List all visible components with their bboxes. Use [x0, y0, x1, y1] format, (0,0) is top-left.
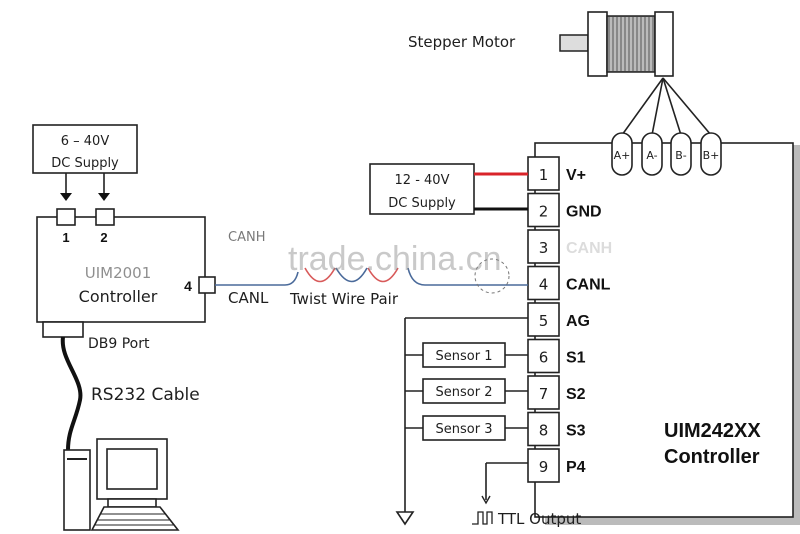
motor-terminal-label: A- [646, 149, 657, 162]
left-can-pin [198, 276, 216, 294]
pin-number: 1 [539, 166, 549, 184]
twist-wire-label: Twist Wire Pair [289, 290, 399, 308]
arrow-icon [60, 193, 110, 201]
left-supply-voltage: 6 – 40V [61, 134, 110, 149]
left-controller-box [36, 216, 206, 323]
pin-box [527, 156, 560, 191]
pin-name: S1 [566, 350, 586, 367]
canl-label: CANL [228, 289, 269, 307]
ground-icon [395, 511, 415, 526]
pin-number: 4 [539, 276, 549, 294]
left-pin-1-label: 1 [62, 230, 69, 245]
left-pin-2 [95, 208, 115, 226]
left-pin-1 [56, 208, 76, 226]
db9-port [42, 321, 84, 338]
pin-name: GND [566, 204, 602, 221]
sensor-label: Sensor 3 [436, 422, 493, 437]
pin-number: 5 [539, 312, 549, 330]
pin-name: S3 [566, 423, 586, 440]
left-supply-label: DC Supply [51, 156, 119, 171]
rs232-cable [60, 336, 83, 451]
canh-label: CANH [228, 230, 265, 245]
motor-terminal [700, 132, 722, 176]
ttl-label: TTL Output [497, 510, 581, 528]
sensor-label: Sensor 1 [436, 349, 493, 364]
motor-rear-flange [654, 11, 674, 77]
motor-terminal-label: A+ [614, 149, 631, 162]
pin-name: AG [566, 313, 590, 330]
motor-leads [621, 77, 712, 136]
sensor-box [422, 378, 506, 404]
motor-terminal [641, 132, 663, 176]
pin-box [527, 302, 560, 337]
motor-front-flange [587, 11, 608, 77]
ground-bus [404, 317, 528, 512]
stepper-motor [559, 11, 674, 77]
pin-box [527, 265, 560, 301]
pin-name: S2 [566, 386, 586, 403]
left-controller-model: UIM2001 [85, 264, 152, 282]
pin-box [527, 338, 560, 374]
right-dc-supply-box [369, 163, 475, 215]
left-pin-2-label: 2 [100, 230, 107, 245]
pin-number: 7 [539, 385, 549, 403]
pin-number: 2 [539, 203, 549, 221]
left-supply-arrows [65, 173, 105, 195]
pulse-icon [472, 511, 493, 525]
pin-name: P4 [566, 459, 586, 476]
pin-name: CANH [566, 240, 612, 257]
terminator-circle [474, 258, 510, 294]
right-controller-box [534, 142, 794, 518]
sensor-label: Sensor 2 [436, 385, 493, 400]
watermark: trade.china.cn [288, 240, 502, 278]
can-wire [215, 271, 299, 286]
right-controller-label: Controller [664, 446, 760, 468]
computer-icon [63, 438, 180, 531]
pin-box [527, 411, 560, 447]
motor-label: Stepper Motor [408, 33, 516, 51]
twist-red [304, 267, 399, 283]
right-supply-voltage: 12 - 40V [395, 173, 450, 188]
motor-terminal [670, 132, 692, 176]
sensor-box [422, 342, 506, 368]
arrow-down-icon [481, 495, 491, 505]
pin-box [527, 448, 560, 483]
left-dc-supply-box [32, 124, 138, 174]
motor-shaft [559, 34, 589, 52]
right-supply-label: DC Supply [388, 196, 456, 211]
sensor-box [422, 415, 506, 441]
motor-terminal-label: B- [675, 149, 687, 162]
right-controller-model: UIM242XX [664, 420, 761, 442]
can-wire-right [407, 267, 528, 286]
pin-name: CANL [566, 277, 611, 294]
pin-number: 3 [539, 239, 549, 257]
motor-terminal [611, 132, 633, 176]
motor-terminal-label: B+ [703, 149, 720, 162]
twist-blue [335, 267, 368, 283]
pin-number: 8 [539, 422, 549, 440]
db9-label: DB9 Port [88, 336, 150, 352]
pin-number: 6 [539, 349, 549, 367]
pin-box [527, 229, 560, 264]
left-controller-label: Controller [79, 287, 158, 306]
left-can-pin-label: 4 [184, 278, 192, 294]
pin-box [527, 192, 560, 228]
pin-number: 9 [539, 458, 549, 476]
rs232-label: RS232 Cable [91, 385, 200, 405]
pin-name: V+ [566, 167, 586, 184]
pin-box [527, 375, 560, 410]
